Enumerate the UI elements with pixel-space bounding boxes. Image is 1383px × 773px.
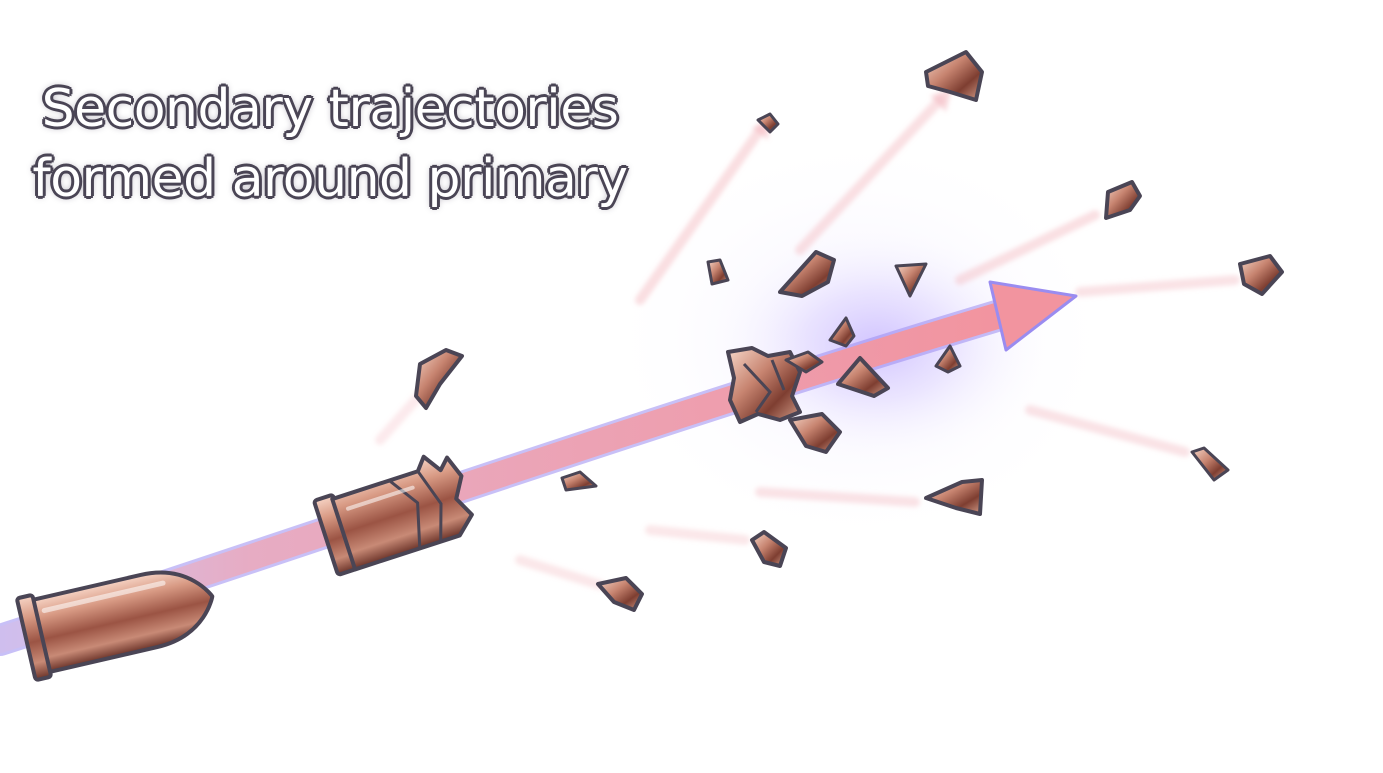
fragment-icon xyxy=(596,576,644,612)
secondary-trajectories xyxy=(375,88,1240,590)
fragment-burst-icon xyxy=(726,346,802,424)
secondary-trajectory-arrow xyxy=(645,525,750,545)
secondary-trajectory-arrow xyxy=(1025,405,1190,457)
secondary-trajectory-arrow xyxy=(515,555,605,590)
fragment-icon xyxy=(894,262,928,298)
fragment-icon xyxy=(788,412,842,454)
fragment-icon xyxy=(924,478,984,516)
fragment-icon xyxy=(756,112,780,134)
fragment-icon xyxy=(414,348,464,410)
caption: Secondary trajectories formed around pri… xyxy=(0,74,660,214)
fragment-icon xyxy=(750,530,788,568)
fragment-icon xyxy=(778,250,836,298)
intact-bullet-icon xyxy=(15,570,215,682)
fragment-icon xyxy=(924,50,984,102)
shattering-casing-icon xyxy=(312,454,474,577)
fragments xyxy=(414,50,1284,612)
secondary-trajectory-arrow xyxy=(1075,275,1240,297)
fragment-icon xyxy=(934,344,962,374)
secondary-trajectory-arrow xyxy=(375,390,425,445)
fragment-icon xyxy=(828,316,856,348)
fragment-icon xyxy=(560,470,598,492)
caption-line-2: formed around primary xyxy=(32,149,628,209)
fragment-icon xyxy=(784,350,824,374)
fragment-icon xyxy=(706,258,730,286)
fragment-icon xyxy=(836,356,890,398)
fragment-icon xyxy=(1190,446,1230,482)
fragment-icon xyxy=(1238,254,1284,296)
secondary-trajectory-arrow xyxy=(795,88,952,255)
secondary-trajectory-arrow xyxy=(755,487,920,507)
fragment-icon xyxy=(1104,180,1142,220)
secondary-trajectory-arrow xyxy=(955,210,1100,285)
caption-line-1: Secondary trajectories xyxy=(41,79,619,139)
